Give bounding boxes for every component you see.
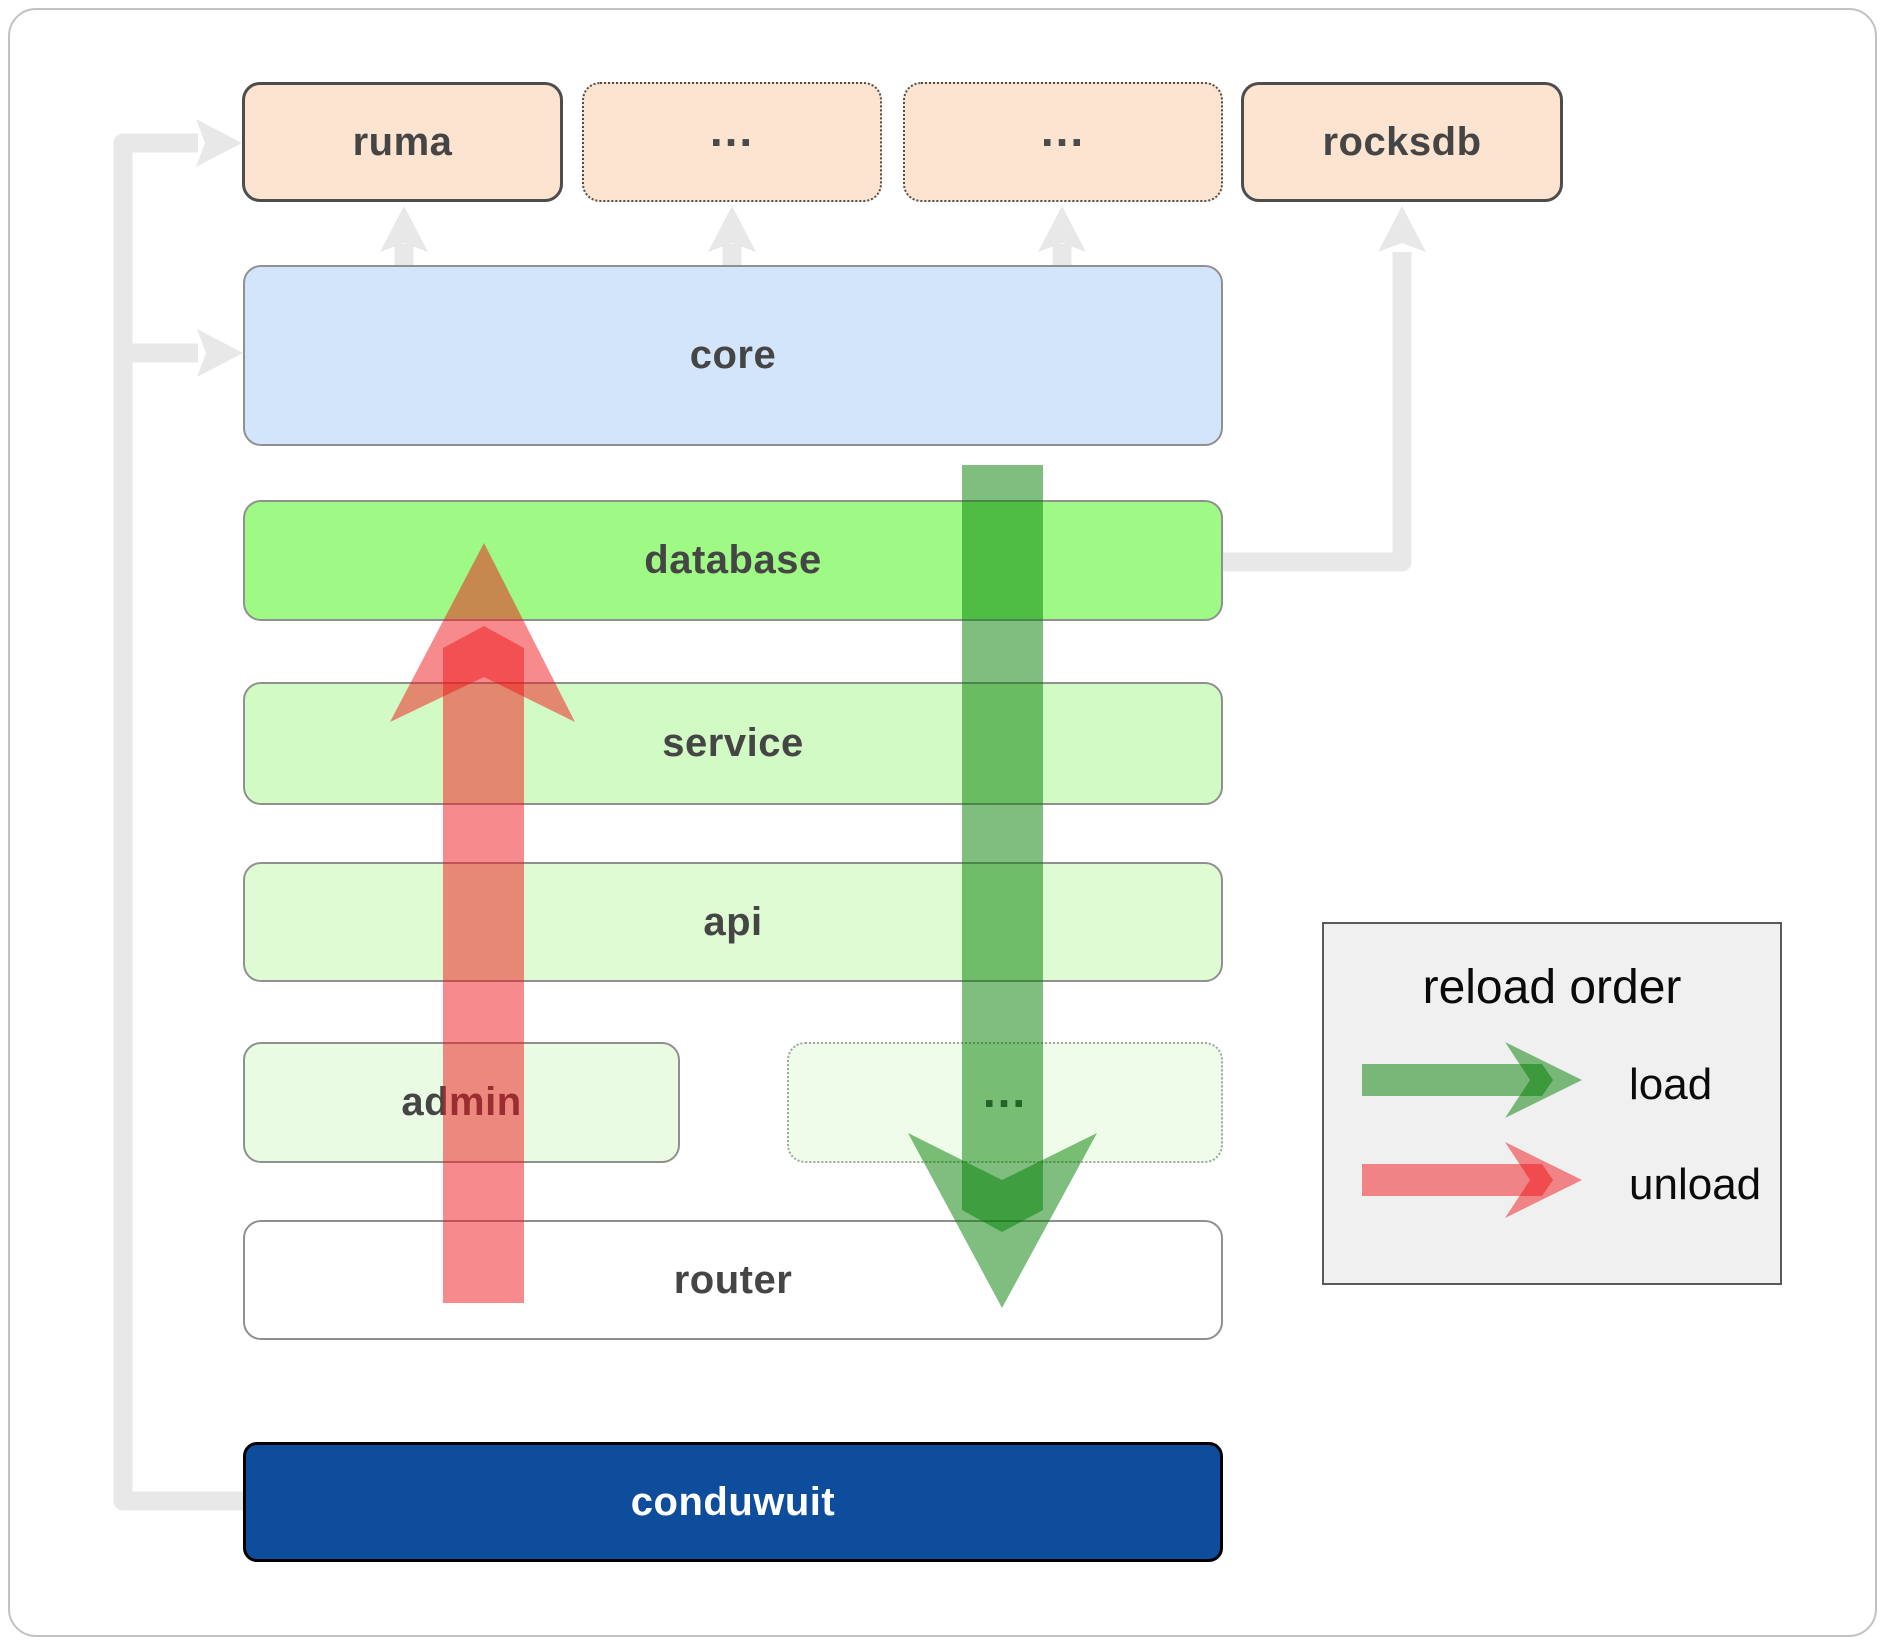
node-ruma: ruma [242,82,563,202]
legend-box: reload order load unload [1322,922,1782,1285]
node-ellipsis-1: ... [582,82,882,202]
node-rocksdb: rocksdb [1241,82,1563,202]
node-service-label: service [662,721,804,765]
node-ellipsis-2: ... [903,82,1223,202]
node-router: router [243,1220,1223,1340]
node-conduwuit-label: conduwuit [630,1479,836,1524]
node-database: database [243,500,1223,621]
node-database-label: database [644,538,822,582]
node-conduwuit: conduwuit [243,1442,1223,1562]
node-rocksdb-label: rocksdb [1322,119,1482,164]
node-admin-ellipsis-label: ... [982,1064,1028,1117]
node-core-label: core [689,333,777,377]
node-api: api [243,862,1223,982]
node-router-label: router [673,1257,793,1302]
node-service: service [243,682,1223,805]
node-core: core [243,265,1223,446]
node-admin-label: admin [401,1080,522,1124]
node-admin: admin [243,1042,680,1163]
node-api-label: api [703,899,763,944]
legend-title: reload order [1422,961,1682,1014]
legend-unload-label: unload [1629,1160,1762,1209]
node-ellipsis-1-label: ... [709,104,755,156]
legend-load-label: load [1629,1060,1713,1109]
node-ellipsis-2-label: ... [1040,104,1086,156]
node-admin-ellipsis: ... [787,1042,1223,1163]
node-ruma-label: ruma [352,119,453,164]
page-border [8,8,1877,1637]
